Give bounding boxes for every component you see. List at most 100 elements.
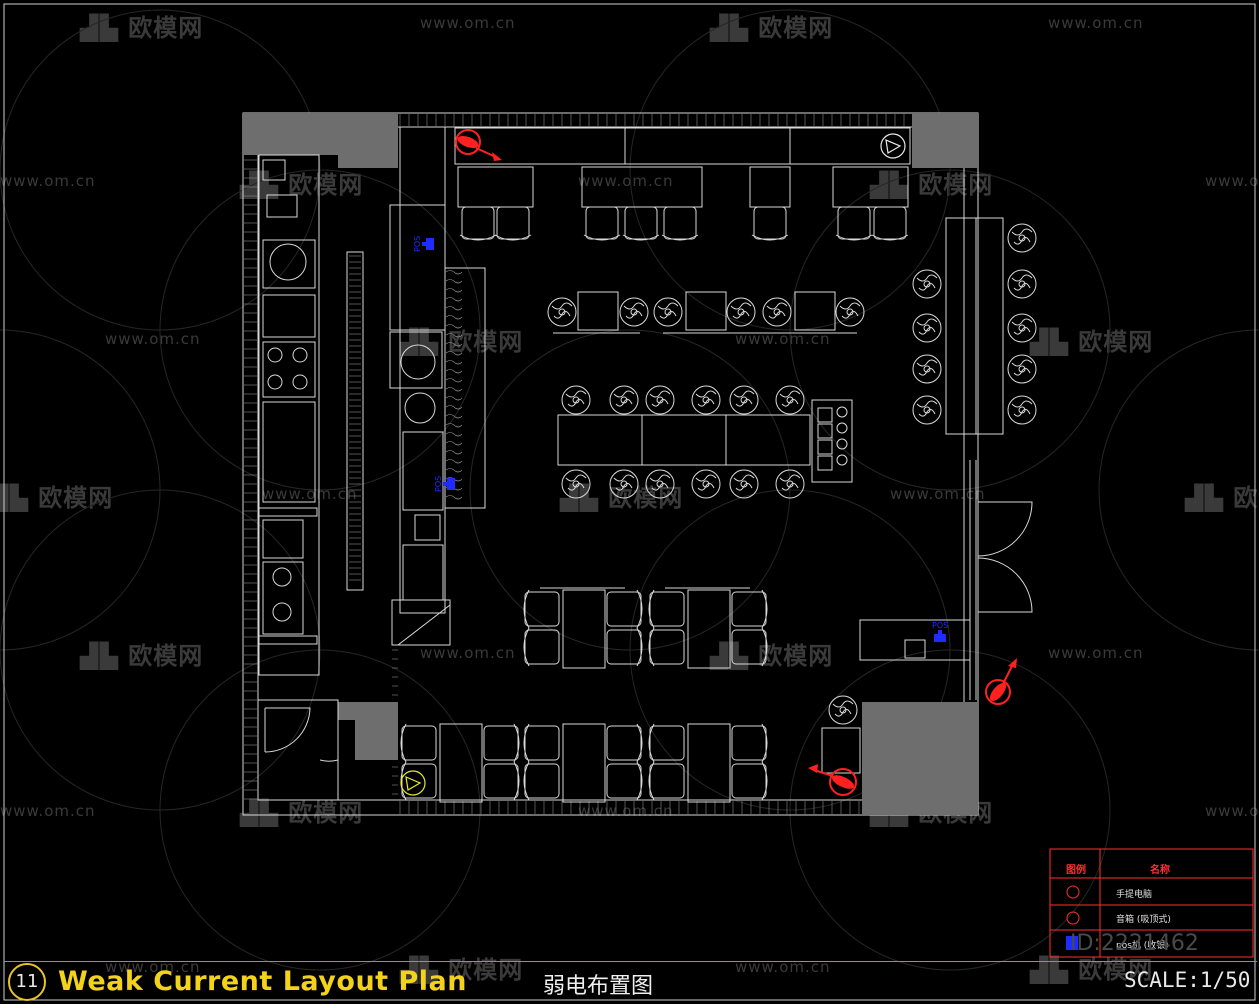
chair-icon — [648, 627, 685, 667]
stone-hatch — [445, 468, 463, 473]
stool — [836, 454, 848, 466]
legend-header-symbol: 图例 — [1066, 865, 1086, 876]
legend-row-1: 手提电脑 — [1116, 890, 1153, 900]
round-table-icon — [828, 695, 858, 725]
chair-icon — [731, 723, 768, 763]
watermark-url: www.om.cn — [735, 958, 831, 976]
stone-hatch — [445, 495, 463, 500]
pos-terminal-icon — [1066, 936, 1078, 950]
stone-hatch — [445, 297, 463, 302]
round-table-icon — [762, 297, 792, 327]
table — [581, 166, 703, 208]
round-table-icon — [1007, 223, 1037, 253]
pos-label: POS — [932, 621, 948, 630]
watermark-url: www.om.cn — [578, 172, 674, 190]
watermark-logo: ▟▙ 欧模网 — [400, 328, 524, 356]
round-table-icon — [726, 297, 756, 327]
chair-icon — [400, 723, 437, 763]
table — [749, 166, 791, 208]
watermark-arc — [469, 329, 791, 651]
stone-hatch — [445, 351, 463, 356]
round-table-icon — [729, 469, 759, 499]
watermark-logo: ▟▙ 欧模网 — [80, 14, 204, 42]
pos-terminal-icon: POS — [413, 236, 434, 252]
legend-id-watermark: ID:2221462 — [1070, 931, 1199, 956]
chair-icon — [661, 206, 699, 241]
watermark-arc — [0, 489, 321, 811]
watermark-logo: ▟▙ 欧模网 — [1030, 328, 1154, 356]
round-table-icon — [1007, 269, 1037, 299]
watermark-arc — [0, 9, 321, 331]
watermark-url: www.om.cn — [1048, 644, 1144, 662]
round-table-icon — [912, 269, 942, 299]
stone-hatch — [445, 324, 463, 329]
kitchen-equipment — [257, 126, 486, 801]
chair-icon — [459, 206, 497, 241]
legend-table — [1049, 848, 1254, 958]
chair-icon — [483, 761, 520, 801]
drawing-frame — [3, 3, 1256, 1001]
watermark-url: www.om.cn — [1048, 14, 1144, 32]
speaker-icon — [400, 770, 426, 796]
table — [687, 723, 731, 803]
walls — [242, 112, 979, 816]
drawing-title-en: Weak Current Layout Plan — [58, 966, 467, 997]
round-table-icon — [561, 469, 591, 499]
pos-terminal-icon: POS — [932, 621, 948, 642]
chair-icon — [606, 589, 643, 629]
round-table-icon — [1007, 395, 1037, 425]
stone-hatch — [445, 270, 463, 275]
chair-icon — [523, 589, 560, 629]
watermark-arc — [789, 649, 1111, 971]
pos-label: POS — [434, 476, 443, 492]
chair-icon — [731, 761, 768, 801]
watermark-url: www.om.cn — [0, 172, 96, 190]
chair-icon — [494, 206, 532, 241]
drawing-number: 11 — [8, 963, 46, 1001]
table — [577, 291, 619, 331]
chair-icon — [483, 723, 520, 763]
stone-hatch — [445, 450, 463, 455]
banquette — [454, 127, 911, 466]
watermark-url: www.om.cn — [1205, 802, 1259, 820]
pos-terminal-icon: POS — [434, 476, 455, 492]
watermark-logo: ▟▙ 欧模网 — [0, 484, 114, 512]
chair-icon — [606, 627, 643, 667]
watermark-logo: ▟▙ 欧模网 — [80, 642, 204, 670]
watermark-url: www.om.cn — [420, 14, 516, 32]
door-swing-icon — [264, 707, 339, 762]
legend: 图例 名称 手提电脑 音箱 (吸顶式) pos机 (收银) ID:2221462 — [1050, 849, 1253, 957]
watermark-logo: ▟▙ 欧模网 — [870, 171, 994, 199]
stool — [836, 438, 848, 450]
chair-icon — [648, 589, 685, 629]
round-table-icon — [835, 297, 865, 327]
round-table-icon — [609, 385, 639, 415]
table — [562, 589, 606, 669]
watermark-logo: ▟▙ 欧模网 — [1030, 956, 1154, 984]
watermark-arc — [159, 169, 481, 491]
round-table-icon — [547, 297, 577, 327]
round-table-icon — [1007, 313, 1037, 343]
legend-row-3: pos机 (收银) — [1116, 941, 1169, 951]
columns — [243, 113, 978, 815]
stone-hatch — [445, 369, 463, 374]
pos-terminals: POS POS POS — [413, 236, 948, 642]
entrance — [811, 217, 1033, 774]
round-table-icon — [729, 385, 759, 415]
round-table-icon — [1007, 354, 1037, 384]
stool-seat — [817, 439, 833, 455]
stone-hatch — [445, 315, 463, 320]
stone-hatch — [445, 288, 463, 293]
chair-icon — [648, 723, 685, 763]
chair-icon — [523, 723, 560, 763]
wifi-camera-icon — [808, 764, 857, 796]
stone-hatch — [445, 405, 463, 410]
chair-icon — [622, 206, 660, 241]
round-table-icon — [561, 385, 591, 415]
watermark-logo: ▟▙ 欧模网 — [240, 799, 364, 827]
chair-icon — [606, 723, 643, 763]
round-table-icon — [653, 297, 683, 327]
watermark-logo: ▟▙ 欧模网 — [400, 956, 524, 984]
stone-hatch — [445, 441, 463, 446]
wifi-camera-icon — [455, 129, 502, 161]
